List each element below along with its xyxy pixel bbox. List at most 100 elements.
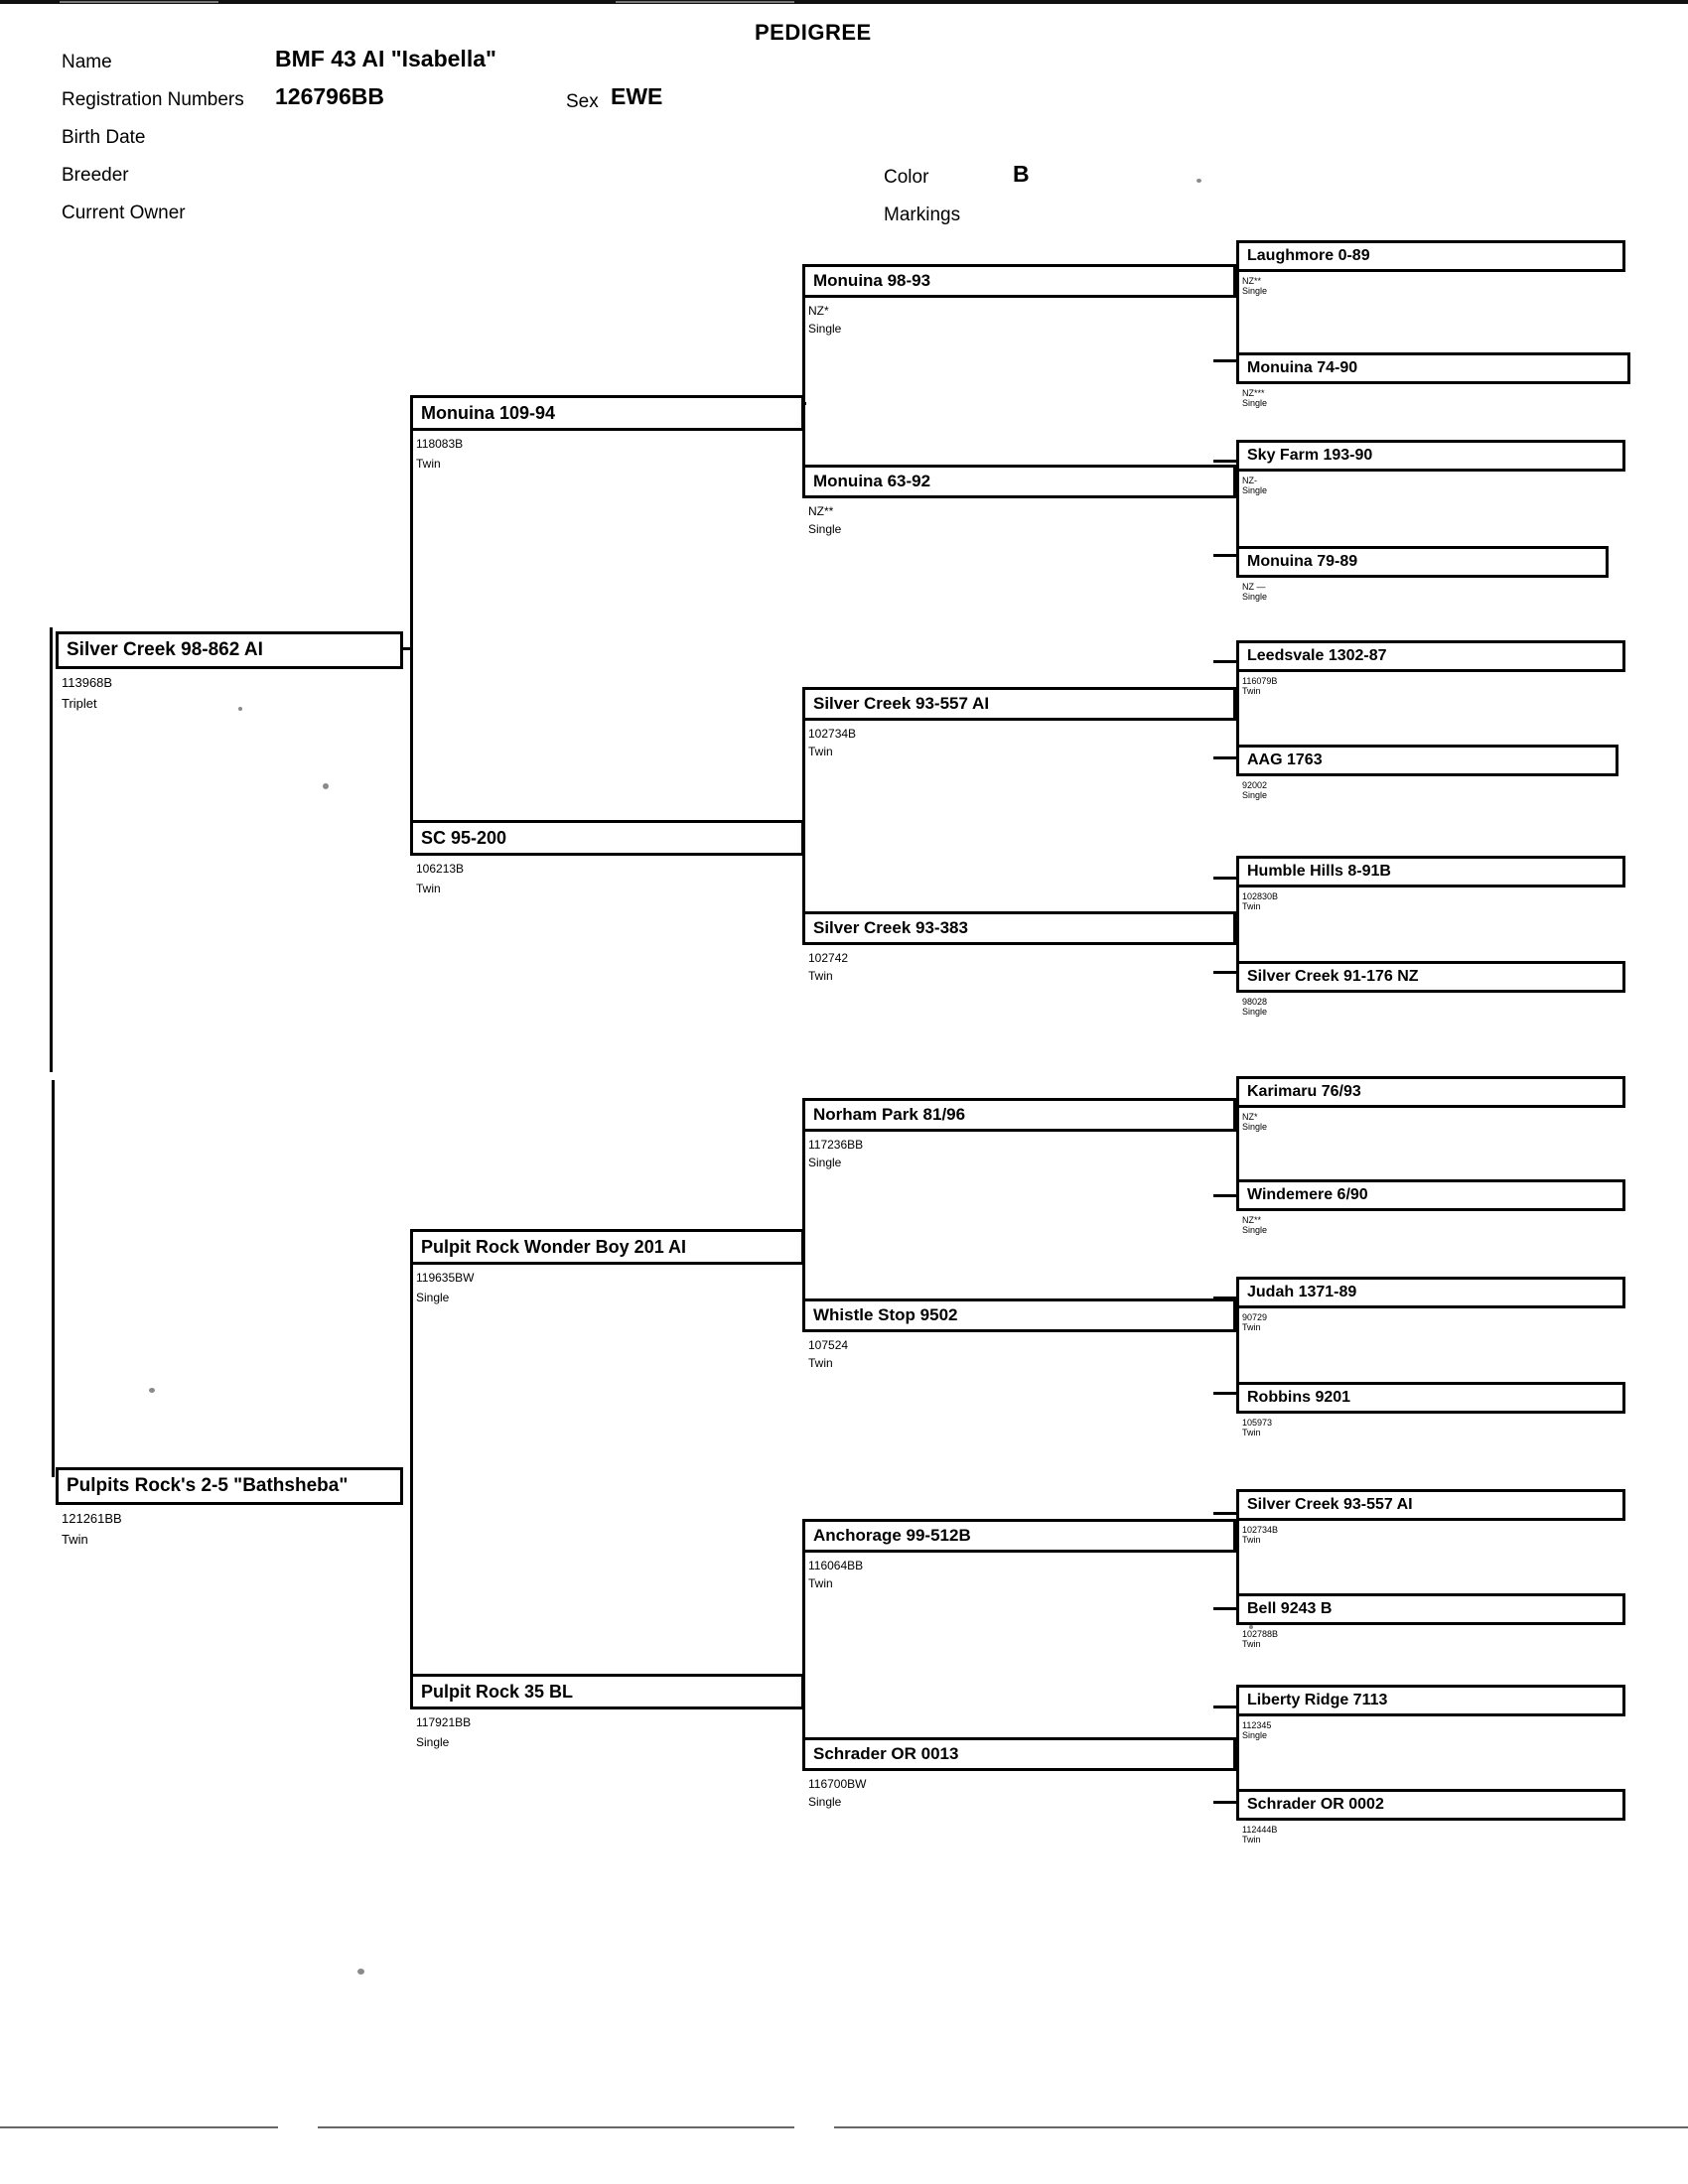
pedigree-box-g4-13[interactable]: Silver Creek 93-557 AI 102734B Twin <box>1236 1489 1625 1608</box>
page-title: PEDIGREE <box>755 20 872 45</box>
scan-edge-bottom <box>318 2126 794 2128</box>
pedigree-box-g4-6[interactable]: AAG 1763 92002 Single <box>1236 745 1618 864</box>
animal-name: Judah 1371-89 <box>1236 1277 1625 1308</box>
animal-name: Silver Creek 93-557 AI <box>802 687 1236 721</box>
animal-name: Sky Farm 193-90 <box>1236 440 1625 472</box>
scan-speck <box>60 1 218 3</box>
connector-g3-5 <box>1236 1089 1239 1201</box>
connector-g3-8 <box>1236 1696 1239 1808</box>
animal-meta: 118083B Twin <box>416 437 464 472</box>
animal-meta: 116700BW Single <box>808 1777 867 1810</box>
pedigree-box-g3-4[interactable]: Silver Creek 93-383 102742 Twin <box>802 911 1236 1080</box>
pedigree-box-g3-6[interactable]: Whistle Stop 9502 107524 Twin <box>802 1298 1236 1467</box>
animal-meta: NZ*** Single <box>1242 388 1268 409</box>
animal-name: Bell 9243 B <box>1236 1593 1625 1625</box>
animal-meta: 98028 Single <box>1242 997 1268 1018</box>
animal-name: Monuina 109-94 <box>410 395 804 431</box>
animal-meta: 112444B Twin <box>1242 1825 1278 1845</box>
pedigree-box-g4-11[interactable]: Judah 1371-89 90729 Twin <box>1236 1277 1625 1396</box>
animal-name: Schrader OR 0013 <box>802 1737 1236 1771</box>
animal-meta: 117236BB Single <box>808 1138 864 1170</box>
animal-name: Silver Creek 93-383 <box>802 911 1236 945</box>
connector-g2-sire <box>802 276 805 486</box>
scan-edge-bottom <box>834 2126 1688 2128</box>
pedigree-box-g3-2[interactable]: Monuina 63-92 NZ** Single <box>802 465 1236 633</box>
connector-dam-branch <box>410 1236 413 1683</box>
animal-name: Silver Creek 98-862 AI <box>56 631 403 669</box>
animal-meta: NZ — Single <box>1242 582 1268 603</box>
connector-h <box>802 402 806 405</box>
connector-g3-7 <box>1236 1502 1239 1614</box>
pedigree-box-g4-12[interactable]: Robbins 9201 105973 Twin <box>1236 1382 1625 1501</box>
scan-edge-bottom <box>0 2126 278 2128</box>
connector-g3-4 <box>1236 867 1239 979</box>
animal-meta: 102830B Twin <box>1242 891 1279 912</box>
animal-meta: 92002 Single <box>1242 780 1268 801</box>
label-current-owner: Current Owner <box>62 203 186 223</box>
connector-g3-3 <box>1236 650 1239 762</box>
pedigree-box-sire-dam[interactable]: SC 95-200 106213B Twin <box>410 820 804 999</box>
animal-name: Schrader OR 0002 <box>1236 1789 1625 1821</box>
pedigree-box-g4-4[interactable]: Monuina 79-89 NZ — Single <box>1236 546 1609 665</box>
animal-name: Monuina 98-93 <box>802 264 1236 298</box>
pedigree-box-g3-7[interactable]: Anchorage 99-512B 116064BB Twin <box>802 1519 1236 1688</box>
connector-g2-dam-dam <box>802 1532 805 1762</box>
animal-name: Silver Creek 91-176 NZ <box>1236 961 1625 993</box>
label-markings: Markings <box>884 205 961 225</box>
animal-name: Pulpit Rock Wonder Boy 201 AI <box>410 1229 804 1265</box>
pedigree-box-g3-1[interactable]: Monuina 98-93 NZ* Single <box>802 264 1236 433</box>
pedigree-box-g4-8[interactable]: Silver Creek 91-176 NZ 98028 Single <box>1236 961 1625 1080</box>
label-color: Color <box>884 167 929 188</box>
pedigree-box-g3-5[interactable]: Norham Park 81/96 117236BB Single <box>802 1098 1236 1267</box>
animal-meta: NZ** Single <box>1242 276 1268 297</box>
pedigree-box-sire-sire[interactable]: Monuina 109-94 118083B Twin <box>410 395 804 574</box>
pedigree-box-dam-dam[interactable]: Pulpit Rock 35 BL 117921BB Single <box>410 1674 804 1852</box>
animal-name: Pulpits Rock's 2-5 "Bathsheba" <box>56 1467 403 1505</box>
pedigree-box-g4-1[interactable]: Laughmore 0-89 NZ** Single <box>1236 240 1625 359</box>
pedigree-box-g4-14[interactable]: Bell 9243 B 102788B Twin <box>1236 1593 1625 1712</box>
pedigree-box-sire[interactable]: Silver Creek 98-862 AI 113968B Triplet <box>56 631 403 830</box>
pedigree-box-g4-7[interactable]: Humble Hills 8-91B 102830B Twin <box>1236 856 1625 975</box>
pedigree-box-g4-10[interactable]: Windemere 6/90 NZ** Single <box>1236 1179 1625 1298</box>
connector-sire-branch <box>410 400 413 835</box>
animal-name: Monuina 63-92 <box>802 465 1236 498</box>
value-registration-numbers: 126796BB <box>275 83 384 109</box>
animal-name: AAG 1763 <box>1236 745 1618 776</box>
connector-g2-dam <box>802 695 805 925</box>
pedigree-box-dam-sire[interactable]: Pulpit Rock Wonder Boy 201 AI 119635BW S… <box>410 1229 804 1408</box>
animal-meta: 102734B Twin <box>808 727 857 759</box>
value-sex: EWE <box>611 83 663 109</box>
animal-meta: 112345 Single <box>1242 1720 1272 1741</box>
animal-meta: 117921BB Single <box>416 1715 472 1750</box>
pedigree-box-g4-15[interactable]: Liberty Ridge 7113 112345 Single <box>1236 1685 1625 1804</box>
scan-speck <box>616 1 794 3</box>
animal-meta: NZ** Single <box>1242 1215 1268 1236</box>
pedigree-box-g3-8[interactable]: Schrader OR 0013 116700BW Single <box>802 1737 1236 1906</box>
connector-h <box>1213 756 1239 759</box>
connector-h <box>1213 1297 1239 1299</box>
pedigree-box-g4-5[interactable]: Leedsvale 1302-87 116079B Twin <box>1236 640 1625 759</box>
pedigree-box-g4-2[interactable]: Monuina 74-90 NZ*** Single <box>1236 352 1630 472</box>
connector-h <box>401 647 413 650</box>
animal-meta: 116079B Twin <box>1242 676 1278 697</box>
label-registration-numbers: Registration Numbers <box>62 89 244 110</box>
animal-name: Laughmore 0-89 <box>1236 240 1625 272</box>
animal-meta: 106213B Twin <box>416 862 465 896</box>
animal-name: Monuina 79-89 <box>1236 546 1609 578</box>
pedigree-box-g4-9[interactable]: Karimaru 76/93 NZ* Single <box>1236 1076 1625 1195</box>
pedigree-box-g3-3[interactable]: Silver Creek 93-557 AI 102734B Twin <box>802 687 1236 856</box>
scan-speck <box>149 1388 155 1393</box>
pedigree-box-g4-16[interactable]: Schrader OR 0002 112444B Twin <box>1236 1789 1625 1908</box>
connector-h <box>1213 554 1239 557</box>
value-name: BMF 43 AI "Isabella" <box>275 46 496 71</box>
pedigree-box-g4-3[interactable]: Sky Farm 193-90 NZ- Single <box>1236 440 1625 559</box>
animal-name: Liberty Ridge 7113 <box>1236 1685 1625 1716</box>
connector-h <box>1213 1607 1239 1610</box>
animal-meta: 116064BB Twin <box>808 1559 864 1591</box>
animal-name: SC 95-200 <box>410 820 804 856</box>
connector-g2-dam-sire <box>802 1109 805 1319</box>
label-breeder: Breeder <box>62 165 129 186</box>
animal-name: Leedsvale 1302-87 <box>1236 640 1625 672</box>
pedigree-box-dam[interactable]: Pulpits Rock's 2-5 "Bathsheba" 121261BB … <box>56 1467 403 1666</box>
connector-h <box>1213 1512 1239 1515</box>
